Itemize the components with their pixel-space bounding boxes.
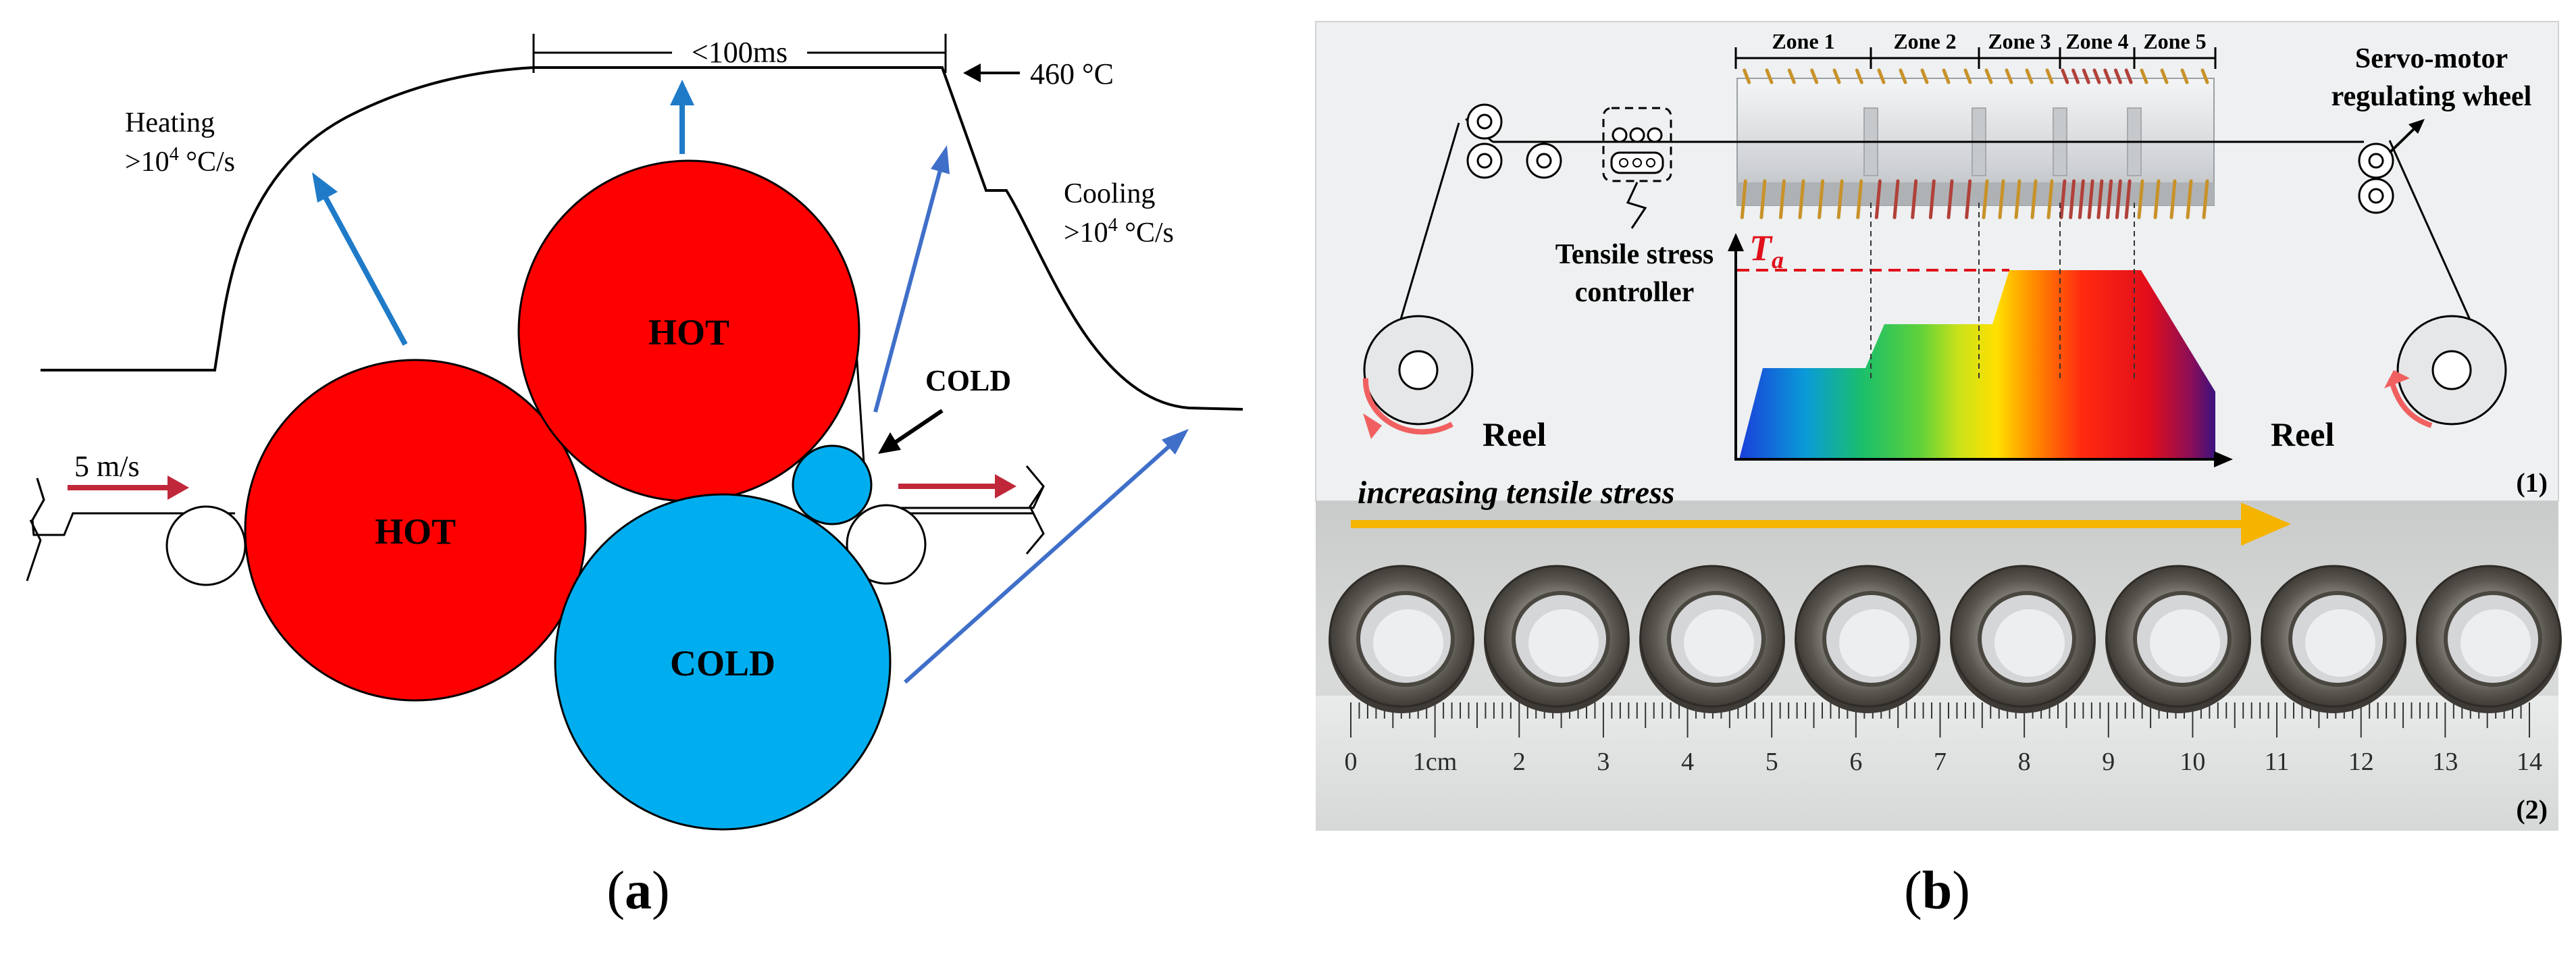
- furnace-body: [1736, 68, 2215, 220]
- idler-roller-left: [165, 505, 247, 586]
- heat-arrow-4: [904, 429, 1189, 684]
- heating-label: Heating: [125, 107, 215, 138]
- tensile-controller-label-line1: Tensile stress: [1555, 239, 1714, 270]
- tube-sample: [2416, 565, 2562, 713]
- ruler-number: 12: [2348, 748, 2374, 776]
- panel-b-caption: (b): [1904, 861, 1970, 921]
- reel-right: [2384, 315, 2507, 428]
- cold-pointer-arrow: [878, 409, 944, 454]
- subpanel-2-label: (2): [2516, 794, 2548, 825]
- ruler-number: 2: [1513, 748, 1526, 776]
- tube-sample: [1950, 565, 2096, 713]
- reel-right-label: Reel: [2271, 415, 2334, 453]
- left-guide-rollers: [1466, 103, 1562, 179]
- zone-label-1: Zone 1: [1772, 29, 1834, 53]
- panel-a-caption: (a): [607, 861, 669, 921]
- ruler-number: 0: [1345, 748, 1358, 776]
- duration-label: <100ms: [692, 36, 788, 69]
- zone-label-2: Zone 2: [1893, 29, 1956, 53]
- ruler-number: 7: [1934, 748, 1947, 776]
- servo-regulating-wheel: [2358, 119, 2425, 214]
- ruler-number: 13: [2432, 748, 2458, 776]
- ruler-number: 10: [2180, 748, 2205, 776]
- zone-header: Zone 1 Zone 2 Zone 3 Zone 4 Zone 5: [1734, 29, 2217, 69]
- subpanel-1-label: (1): [2516, 467, 2548, 498]
- cold-roll-large-label: COLD: [670, 643, 775, 684]
- servo-label-line2: regulating wheel: [2332, 81, 2532, 112]
- ruler-number: 1cm: [1413, 748, 1457, 776]
- tube-sample: [2261, 565, 2406, 713]
- zone-label-5: Zone 5: [2143, 29, 2206, 53]
- tensile-increase-arrow: [1351, 503, 2291, 546]
- peak-temp-label: 460 °C: [1030, 57, 1114, 91]
- ruler-number: 3: [1597, 748, 1609, 776]
- ruler-number: 4: [1681, 748, 1694, 776]
- peak-temp-annotation: 460 °C: [963, 57, 1114, 91]
- hot-roll-top: HOT: [517, 159, 860, 503]
- heat-arrow-2: [670, 80, 694, 154]
- zone-label-3: Zone 3: [1988, 29, 2051, 53]
- ruler: [1316, 696, 2558, 831]
- ruler-number: 9: [2102, 748, 2115, 776]
- strip-direction-arrow-right: [898, 474, 1016, 498]
- increasing-tensile-label: increasing tensile stress: [1358, 475, 1674, 511]
- tensile-controller-label-line2: controller: [1575, 277, 1695, 308]
- hot-roll-top-label: HOT: [648, 312, 729, 353]
- tube-sample: [2105, 565, 2251, 713]
- tube-sample: [1484, 565, 1630, 713]
- tube-samples: [1329, 565, 2562, 713]
- tube-sample: [1639, 565, 1785, 713]
- ruler-numbers: 0 1cm 2 3 4 5 6 7 8 9 10 11 12 13 14: [1345, 748, 2543, 776]
- heat-arrow-1: [312, 172, 408, 346]
- ruler-number: 8: [2018, 748, 2031, 776]
- hot-roll-left-label: HOT: [375, 511, 456, 552]
- servo-label-line1: Servo-motor: [2355, 43, 2508, 74]
- panel-b: Zone 1 Zone 2 Zone 3 Zone 4 Zone 5: [1315, 21, 2562, 921]
- strip-line: [26, 351, 1045, 582]
- reel-left: [1362, 315, 1474, 439]
- cooling-label: Cooling: [1064, 178, 1155, 209]
- ruler-number: 6: [1849, 748, 1862, 776]
- cooling-rate-label: >104 °C/s: [1064, 215, 1174, 249]
- tube-sample: [1795, 565, 1940, 713]
- strip-direction-arrow-left: [68, 475, 189, 500]
- zone-label-4: Zone 4: [2065, 29, 2128, 53]
- heating-rate-label: >104 °C/s: [125, 144, 235, 178]
- heat-arrow-3: [873, 145, 950, 413]
- temperature-profile-curve: [41, 66, 1243, 411]
- temperature-profile-chart: [1728, 203, 2233, 467]
- tensile-stress-controller: [1602, 107, 1672, 229]
- tube-sample: [1329, 565, 1474, 713]
- reel-left-label: Reel: [1483, 415, 1546, 453]
- ruler-number: 5: [1766, 748, 1778, 776]
- ruler-number: 14: [2517, 748, 2542, 776]
- hot-roll-left: HOT: [244, 359, 587, 702]
- speed-label: 5 m/s: [74, 450, 140, 483]
- duration-dimension: <100ms: [532, 34, 947, 73]
- ta-label: Ta: [1749, 228, 1784, 274]
- panel-a: <100ms 460 °C Heating >104 °C/s Cooling …: [26, 34, 1243, 921]
- cold-roll-small-label: COLD: [925, 364, 1011, 397]
- ruler-number: 11: [2265, 748, 2290, 776]
- cold-roll-small: [792, 444, 873, 525]
- idler-roller-right: [846, 504, 927, 585]
- cold-roll-large: COLD: [554, 493, 892, 831]
